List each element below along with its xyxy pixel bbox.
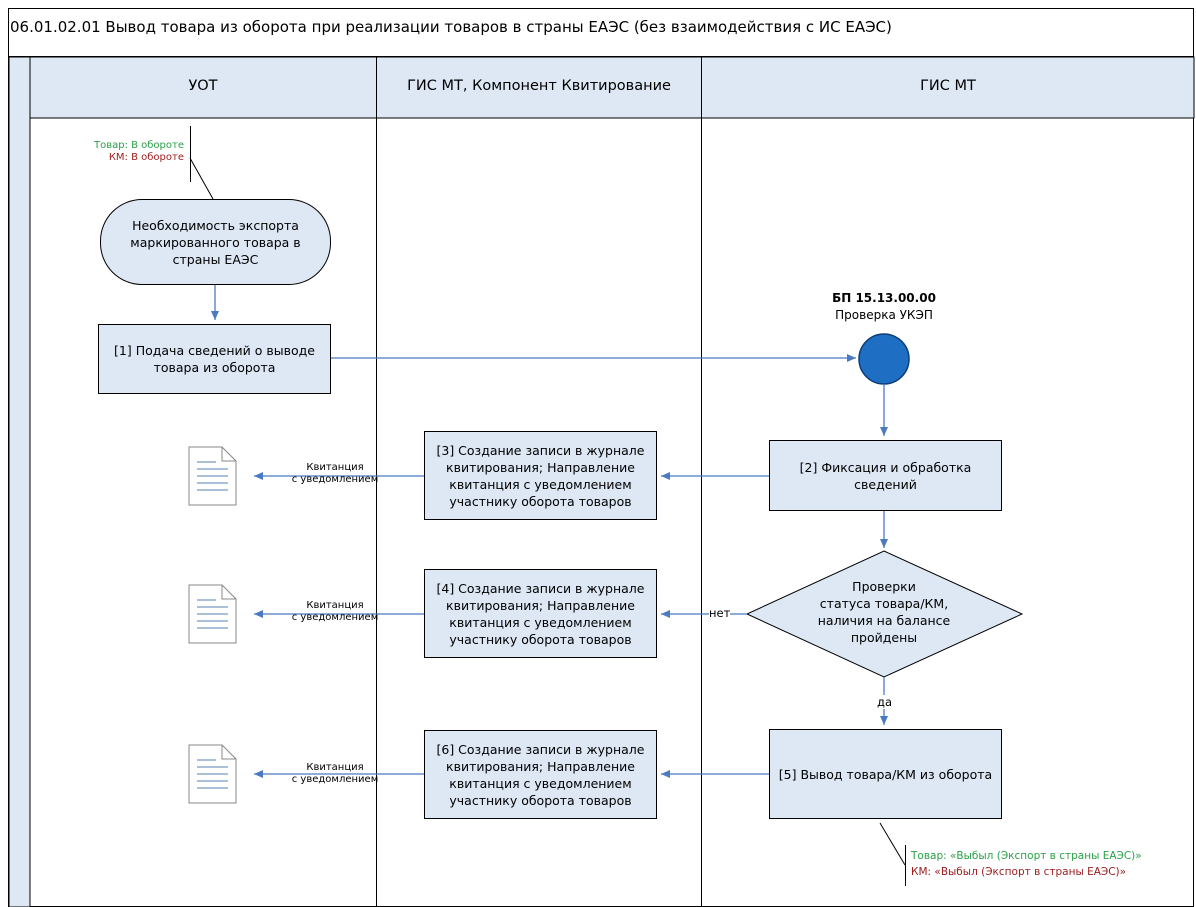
receipt-label-line: Квитанция <box>306 462 364 473</box>
step-3-line: участнику оборота товаров <box>449 493 632 509</box>
subprocess-circle <box>858 333 910 385</box>
step-2-line: [2] Фиксация и обработка <box>799 459 972 475</box>
lane-header-gis-kvit: ГИС МТ, Компонент Квитирование <box>407 78 671 94</box>
step-2-box[interactable]: [2] Фиксация и обработка сведений <box>769 440 1002 511</box>
step-5-label: [5] Вывод товара/КМ из оборота <box>778 766 993 782</box>
subprocess-code: БП 15.13.00.00 <box>832 291 936 305</box>
decision-label: Проверки статуса товара/КМ, наличия на б… <box>794 578 974 646</box>
receipt-label-line: с уведомлением <box>291 474 379 485</box>
status-start-km: КМ: В обороте <box>108 152 184 163</box>
receipt-label-line: Квитанция <box>306 762 364 773</box>
step-3-box[interactable]: [3] Создание записи в журнале квитирован… <box>424 431 657 520</box>
status-start-goods: Товар: В обороте <box>93 140 184 151</box>
lane-header-row <box>29 56 1195 119</box>
step-3-line: [3] Создание записи в журнале <box>436 442 645 458</box>
step-6-box[interactable]: [6] Создание записи в журнале квитирован… <box>424 730 657 819</box>
step-6-line: квитанция с уведомлением <box>449 775 632 791</box>
branch-yes-label: да <box>876 695 893 709</box>
start-event[interactable]: Необходимость экспорта маркированного то… <box>100 199 331 285</box>
end-status-connector <box>879 822 906 866</box>
diagram-title: 06.01.02.01 Вывод товара из оборота при … <box>10 18 892 36</box>
document-icon-1 <box>188 446 237 506</box>
status-end: Товар: «Выбыл (Экспорт в страны ЕАЭС)» К… <box>911 848 1142 880</box>
start-event-line: страны ЕАЭС <box>172 251 259 267</box>
decision-line: пройдены <box>850 630 918 645</box>
step-6-line: участнику оборота товаров <box>449 792 632 808</box>
start-event-line: Необходимость экспорта <box>132 217 299 233</box>
receipt-label-1: Квитанция с уведомлением <box>275 462 395 486</box>
lane-header-uot: УОТ <box>188 78 218 94</box>
decision-line: статуса товара/КМ, <box>819 596 949 611</box>
step-4-line: квитирования; Направление <box>446 597 635 613</box>
receipt-label-2: Квитанция с уведомлением <box>275 600 395 624</box>
subprocess-name: Проверка УКЭП <box>835 308 933 322</box>
receipt-label-line: с уведомлением <box>291 612 379 623</box>
lane-header-gis-mt: ГИС МТ <box>920 78 976 94</box>
step-6-line: квитирования; Направление <box>446 758 635 774</box>
step-4-line: участнику оборота товаров <box>449 631 632 647</box>
step-2-line: сведений <box>854 476 917 492</box>
subprocess-label: БП 15.13.00.00 Проверка УКЭП <box>804 290 964 324</box>
status-connector <box>189 157 214 200</box>
step-3-line: квитирования; Направление <box>446 459 635 475</box>
status-end-goods: Товар: «Выбыл (Экспорт в страны ЕАЭС)» <box>911 850 1142 862</box>
step-6-line: [6] Создание записи в журнале <box>436 741 645 757</box>
document-icon-2 <box>188 584 237 644</box>
status-start: Товар: В обороте КМ: В обороте <box>40 140 184 164</box>
decision-line: наличия на балансе <box>817 613 951 628</box>
receipt-label-line: Квитанция <box>306 600 364 611</box>
step-1-line: [1] Подача сведений о выводе <box>114 343 315 358</box>
branch-no-label: нет <box>709 606 731 620</box>
step-4-box[interactable]: [4] Создание записи в журнале квитирован… <box>424 569 657 658</box>
status-end-km: КМ: «Выбыл (Экспорт в страны ЕАЭС)» <box>911 866 1127 878</box>
step-4-line: квитанция с уведомлением <box>449 614 632 630</box>
step-1-box[interactable]: [1] Подача сведений о выводе товара из о… <box>98 324 331 394</box>
step-1-line: товара из оборота <box>153 360 276 375</box>
start-event-line: маркированного товара в <box>130 234 301 250</box>
receipt-label-3: Квитанция с уведомлением <box>275 762 395 786</box>
document-icon-3 <box>188 744 237 804</box>
step-5-box[interactable]: [5] Вывод товара/КМ из оборота <box>769 729 1002 819</box>
pool-sidebar <box>8 56 31 907</box>
decision-line: Проверки <box>852 579 916 594</box>
step-3-line: квитанция с уведомлением <box>449 476 632 492</box>
step-4-line: [4] Создание записи в журнале <box>436 580 645 596</box>
receipt-label-line: с уведомлением <box>291 774 379 785</box>
